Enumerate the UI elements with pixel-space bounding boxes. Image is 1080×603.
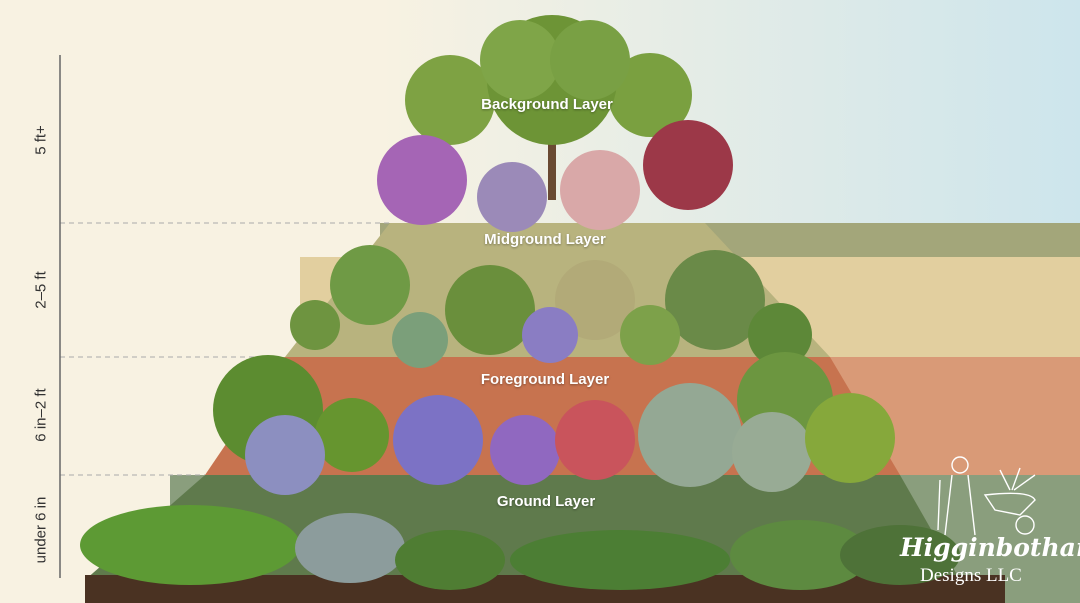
foreground-plants: [213, 352, 895, 495]
midground-plants: [290, 245, 812, 368]
logo-name: Higginbotham: [900, 533, 1080, 562]
ground-layer-label: Ground Layer: [496, 493, 596, 510]
height-label-6in-2ft: 6 in–2 ft: [32, 388, 50, 442]
height-label-5ft-plus: 5 ft+: [32, 125, 50, 155]
logo-gardener-wheelbarrow: [937, 456, 1036, 536]
height-label-2-5ft: 2–5 ft: [32, 271, 50, 309]
ground-plants: [80, 505, 960, 590]
foreground-layer-label: Foreground Layer: [480, 371, 610, 388]
logo-subtitle: Designs LLC: [920, 565, 1022, 586]
height-guides: [60, 222, 390, 476]
background-trees: [377, 15, 733, 232]
midground-layer-label: Midground Layer: [484, 231, 606, 248]
height-label-under-6in: under 6 in: [32, 496, 50, 564]
background-layer-label: Background Layer: [481, 96, 613, 113]
